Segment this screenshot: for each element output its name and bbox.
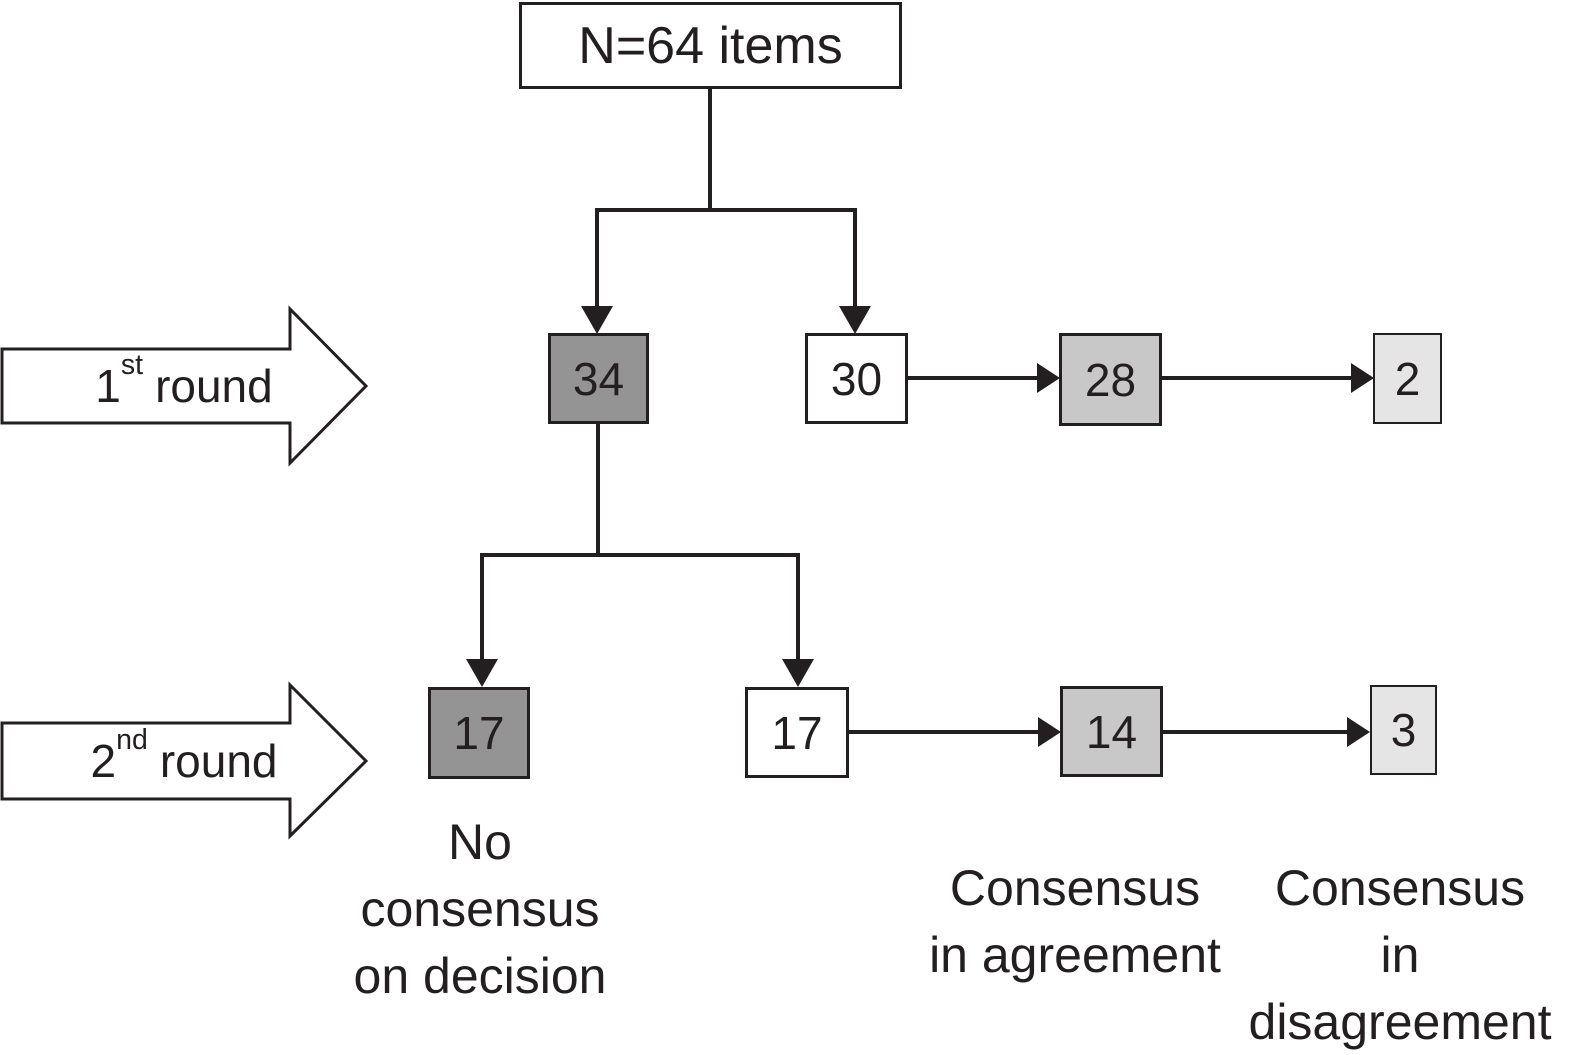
round1-ordinal-suffix: st bbox=[120, 349, 144, 382]
node-round1-disagreement-value: 2 bbox=[1394, 352, 1421, 405]
caption-no-consensus-line2: consensus bbox=[360, 881, 600, 937]
node-round2-consensus-value: 17 bbox=[771, 706, 823, 759]
node-round2-agreement: 14 bbox=[1060, 686, 1163, 777]
node-round2-consensus: 17 bbox=[745, 687, 849, 778]
caption-no-consensus-line1: No bbox=[448, 814, 512, 870]
node-round1-no-consensus: 34 bbox=[548, 333, 649, 424]
node-round1-agreement: 28 bbox=[1059, 333, 1162, 426]
caption-agreement-line1: Consensus bbox=[949, 860, 1201, 916]
arrowhead-down-30 bbox=[839, 306, 871, 334]
round2-word: round bbox=[159, 735, 278, 787]
caption-agreement-line2: in agreement bbox=[929, 927, 1221, 983]
caption-disagreement-line1: Consensus bbox=[1274, 860, 1526, 916]
arrowhead-right-3 bbox=[1347, 717, 1370, 747]
arrowhead-down-17-right bbox=[782, 659, 814, 687]
caption-disagreement-line2: in bbox=[1380, 927, 1420, 983]
node-round1-no-consensus-value: 34 bbox=[572, 352, 625, 405]
node-round2-agreement-value: 14 bbox=[1085, 705, 1138, 758]
node-round1-agreement-value: 28 bbox=[1084, 353, 1137, 406]
caption-agreement: Consensus in agreement bbox=[913, 855, 1237, 989]
round2-banner-arrow-shape bbox=[0, 681, 369, 840]
node-round1-disagreement: 2 bbox=[1373, 333, 1442, 424]
round1-word: round bbox=[155, 360, 273, 412]
arrowhead-down-17-left bbox=[466, 659, 498, 687]
arrowhead-right-2 bbox=[1351, 363, 1374, 393]
round1-banner-arrow-shape bbox=[0, 305, 369, 467]
node-round1-consensus-value: 30 bbox=[830, 352, 883, 405]
caption-no-consensus: No consensus on decision bbox=[318, 809, 642, 1010]
round1-ordinal: 1 bbox=[95, 360, 121, 412]
node-round1-consensus: 30 bbox=[805, 333, 908, 424]
round2-ordinal: 2 bbox=[90, 735, 117, 787]
root-node-box: N=64 items bbox=[519, 2, 902, 89]
arrowhead-right-28 bbox=[1037, 363, 1060, 393]
root-node-label: N=64 items bbox=[578, 16, 843, 75]
arrowhead-down-34 bbox=[581, 306, 613, 334]
node-round2-disagreement: 3 bbox=[1370, 685, 1437, 775]
node-round2-disagreement-value: 3 bbox=[1390, 704, 1417, 756]
node-round2-no-consensus: 17 bbox=[428, 687, 530, 779]
node-round2-no-consensus-value: 17 bbox=[453, 707, 505, 759]
arrowhead-right-14 bbox=[1038, 717, 1061, 747]
caption-no-consensus-line3: on decision bbox=[353, 948, 607, 1004]
caption-disagreement: Consensus in disagreement bbox=[1230, 855, 1570, 1055]
caption-disagreement-line3: disagreement bbox=[1248, 994, 1552, 1050]
round2-ordinal-suffix: nd bbox=[116, 724, 148, 757]
